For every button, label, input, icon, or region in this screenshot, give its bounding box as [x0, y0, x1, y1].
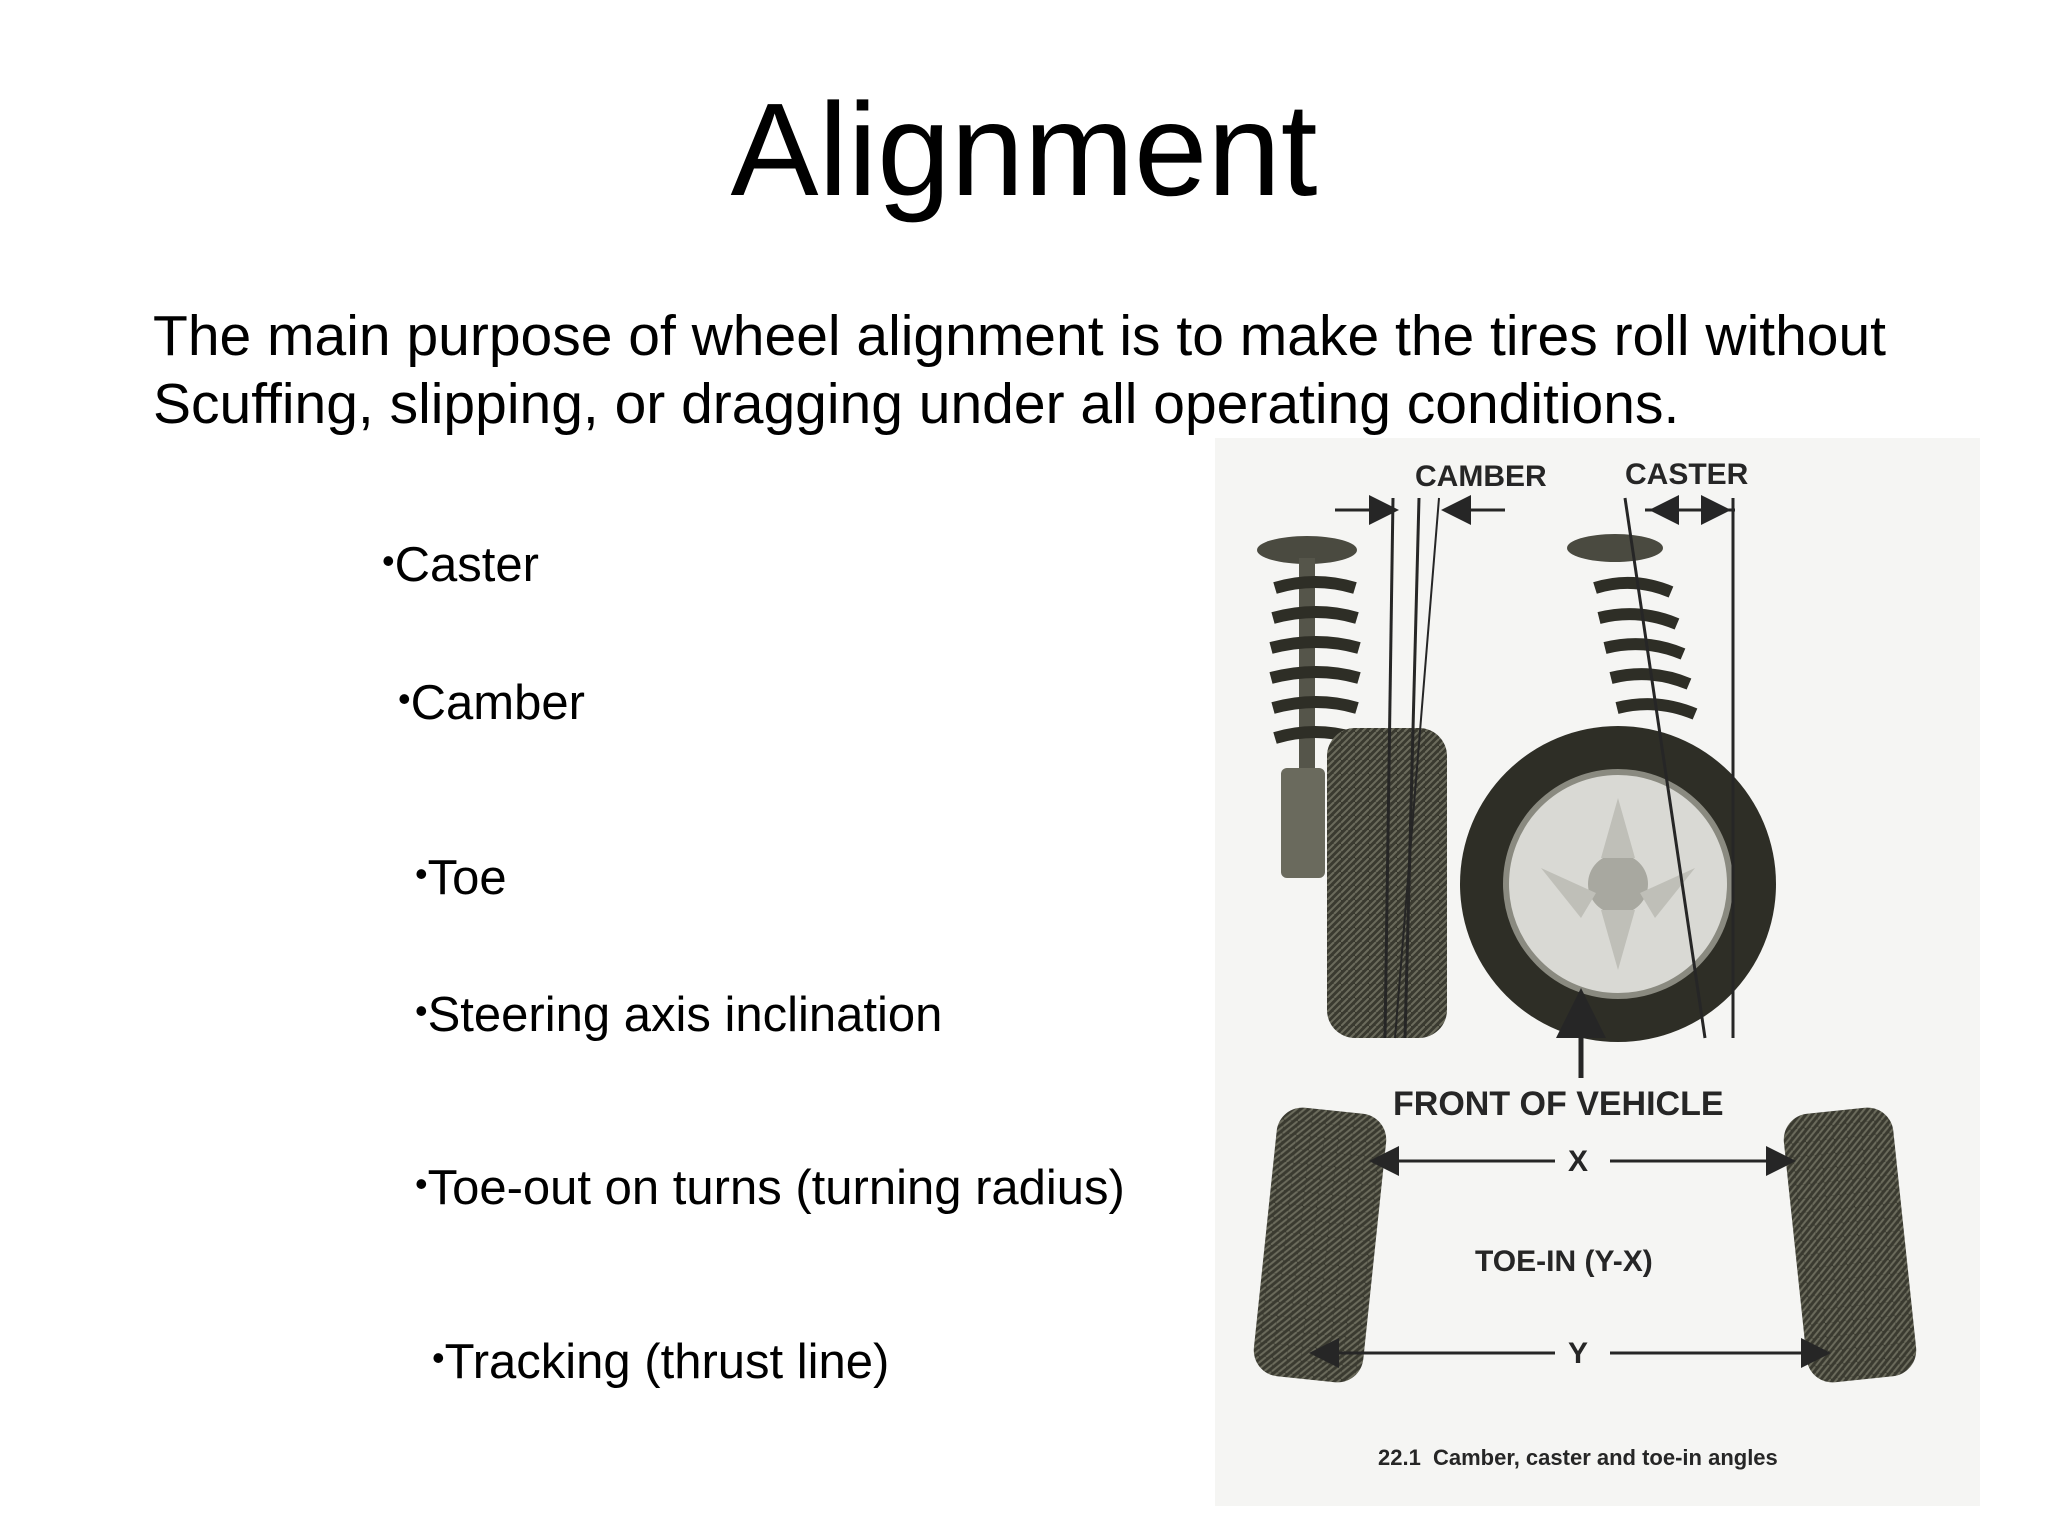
toe-left-tire [1253, 1107, 1387, 1383]
bullet-marker: • [415, 990, 428, 1031]
intro-paragraph: The main purpose of wheel alignment is t… [153, 302, 1953, 438]
bullet-item-toe-out-on-turns: •Toe-out on turns (turning radius) [415, 1156, 1125, 1216]
bullet-text: Camber [410, 676, 585, 730]
toe-in-label: TOE-IN (Y-X) [1475, 1245, 1653, 1278]
bullet-text: Caster [394, 538, 539, 592]
camber-lines [1383, 497, 1440, 1039]
slide-title: Alignment [730, 76, 1318, 223]
camber-strut [1257, 536, 1361, 878]
caster-wheel [1460, 726, 1776, 1042]
alignment-illustration: CAMBER CASTER [1253, 458, 1917, 1470]
bullet-item-caster: •Caster [382, 533, 539, 593]
front-of-vehicle-label: FRONT OF VEHICLE [1393, 1085, 1724, 1123]
figure-caption-text: Camber, caster and toe-in angles [1433, 1445, 1778, 1470]
camber-label: CAMBER [1415, 460, 1547, 493]
x-label: X [1568, 1145, 1588, 1178]
bullet-marker: • [398, 678, 411, 719]
bullet-marker: • [432, 1337, 445, 1378]
y-label: Y [1568, 1337, 1588, 1370]
caster-strut [1567, 534, 1698, 720]
toe-right-tire [1783, 1107, 1917, 1383]
bullet-text: Tracking (thrust line) [444, 1335, 890, 1389]
bullet-text: Toe-out on turns (turning radius) [427, 1161, 1125, 1215]
bullet-item-steering-axis-inclination: •Steering axis inclination [415, 983, 942, 1043]
figure-caption-number: 22.1 [1378, 1445, 1421, 1470]
intro-line-1: The main purpose of wheel alignment is t… [153, 304, 1887, 368]
alignment-figure: CAMBER CASTER [1215, 438, 1980, 1506]
bullet-marker: • [382, 540, 395, 581]
bullet-text: Toe [427, 851, 507, 905]
bullet-item-camber: •Camber [398, 671, 585, 731]
caster-lines [1623, 497, 1735, 1039]
intro-line-2: Scuffing, slipping, or dragging under al… [153, 372, 1680, 436]
bullet-marker: • [415, 1163, 428, 1204]
bullet-text: Steering axis inclination [427, 988, 943, 1042]
bullet-marker: • [415, 853, 428, 894]
bullet-item-toe: •Toe [415, 846, 507, 906]
bullet-item-tracking: •Tracking (thrust line) [432, 1330, 889, 1390]
caster-label: CASTER [1625, 458, 1749, 491]
